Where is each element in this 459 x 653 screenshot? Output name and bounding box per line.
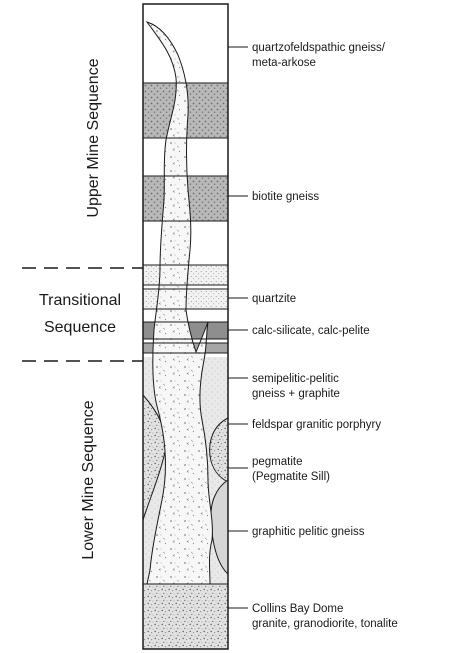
label-gneiss-graphite: gneiss + graphite	[252, 388, 340, 400]
label-meta-arkose: meta-arkose	[252, 57, 316, 69]
transitional-sequence-label-line1: Transitional	[39, 292, 121, 309]
label-biotite-gneiss: biotite gneiss	[252, 191, 319, 203]
transitional-sequence-label-line2: Sequence	[44, 319, 116, 336]
label-quartzofeldspathic-gneiss: quartzofeldspathic gneiss/	[252, 42, 386, 54]
label-calc-silicate: calc-silicate, calc-pelite	[252, 325, 370, 337]
label-quartzite: quartzite	[252, 293, 296, 305]
lower-mine-sequence-label: Lower Mine Sequence	[80, 400, 97, 559]
leader-lines	[228, 47, 248, 608]
label-feldspar-porphyry: feldspar granitic porphyry	[252, 419, 381, 431]
label-collins-bay-dome: Collins Bay Dome	[252, 603, 343, 615]
label-granite-granodiorite-tonalite: granite, granodiorite, tonalite	[252, 618, 398, 630]
label-graphitic-pelitic-gneiss: graphitic pelitic gneiss	[252, 526, 365, 538]
label-pegmatite-sill: (Pegmatite Sill)	[252, 471, 330, 483]
label-semipelitic-pelitic: semipelitic-pelitic	[252, 373, 339, 385]
upper-mine-sequence-label: Upper Mine Sequence	[85, 58, 102, 217]
collins-bay-dome-granite-unit	[143, 584, 228, 649]
label-pegmatite: pegmatite	[252, 456, 303, 468]
